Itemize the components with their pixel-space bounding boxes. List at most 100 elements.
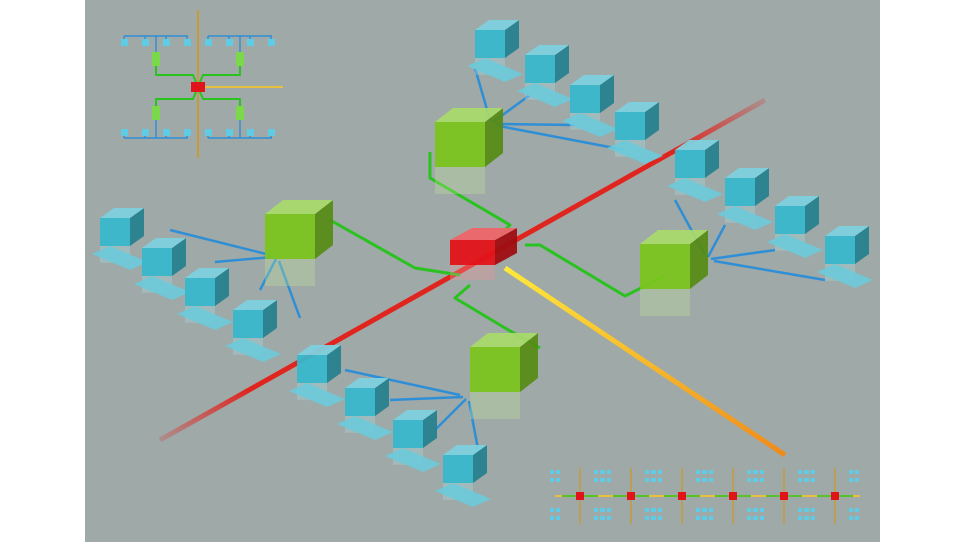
chain-workstation — [696, 478, 700, 482]
switch-west — [265, 200, 333, 286]
workstation-north-3 — [562, 75, 618, 137]
chain-workstation — [709, 470, 713, 474]
inset-link-1 — [197, 60, 241, 88]
chain-workstation — [696, 516, 700, 520]
workstation-east-3 — [767, 196, 823, 258]
chain-workstation — [709, 508, 713, 512]
chain-workstation — [645, 516, 649, 520]
chain-workstation — [696, 470, 700, 474]
chain-workstation — [658, 470, 662, 474]
inset-workstation — [268, 39, 275, 46]
inset-workstation — [121, 39, 128, 46]
chain-workstation — [760, 470, 764, 474]
link-north-2 — [495, 122, 576, 127]
chain-workstation — [703, 508, 707, 512]
inset-workstation — [142, 129, 149, 136]
link-west-3 — [277, 260, 302, 319]
link-west-1 — [214, 255, 274, 264]
switch-east — [640, 230, 708, 316]
inset-workstation — [184, 39, 191, 46]
chain-workstation — [556, 516, 560, 520]
chain-workstation — [855, 470, 859, 474]
chain-workstation — [645, 470, 649, 474]
chain-workstation — [550, 478, 554, 482]
backbone-cable — [158, 97, 787, 458]
chain-workstation — [849, 508, 853, 512]
chain-workstation — [849, 516, 853, 520]
chain-workstation — [805, 478, 809, 482]
inset-link-0 — [155, 60, 199, 88]
inset-workstation — [142, 39, 149, 46]
chain-workstation — [811, 516, 815, 520]
workstation-south-1 — [289, 345, 345, 407]
chain-workstation — [556, 470, 560, 474]
chain-workstation — [550, 508, 554, 512]
chain-workstation — [849, 470, 853, 474]
chain-workstation — [652, 516, 656, 520]
chain-hub-6 — [831, 492, 839, 500]
chain-workstation — [594, 478, 598, 482]
chain-workstation — [747, 470, 751, 474]
switch-north — [435, 108, 503, 194]
inset-workstation — [226, 129, 233, 136]
chain-workstation — [754, 516, 758, 520]
chain-workstation — [798, 478, 802, 482]
workstation-west-3 — [177, 268, 233, 330]
chain-workstation — [805, 508, 809, 512]
chain-workstation — [658, 508, 662, 512]
central-hub — [450, 228, 517, 280]
link-west-0 — [169, 228, 271, 257]
chain-workstation — [703, 478, 707, 482]
workstation-west-2 — [134, 238, 190, 300]
chain-workstation — [652, 470, 656, 474]
inset-workstation — [163, 39, 170, 46]
link-south-0 — [344, 368, 461, 397]
chain-workstation — [811, 478, 815, 482]
chain-workstation — [747, 508, 751, 512]
workstation-north-2 — [517, 45, 573, 107]
chain-workstation — [601, 470, 605, 474]
workstation-south-2 — [337, 378, 393, 440]
switch-south — [470, 333, 538, 419]
inset-workstation — [268, 129, 275, 136]
inset-switch-3 — [152, 106, 160, 120]
inset-switch-1 — [152, 52, 160, 66]
chain-workstation — [652, 508, 656, 512]
chain-workstation — [594, 508, 598, 512]
chain-workstation — [747, 478, 751, 482]
workstation-south-3 — [385, 410, 441, 472]
chain-workstation — [709, 478, 713, 482]
workstation-east-2 — [717, 168, 773, 230]
chain-workstation — [855, 516, 859, 520]
link-south-1 — [389, 395, 464, 402]
chain-workstation — [607, 516, 611, 520]
chain-workstation — [658, 516, 662, 520]
chain-workstation — [798, 516, 802, 520]
chain-workstation — [754, 470, 758, 474]
chain-workstation — [607, 470, 611, 474]
chain-workstation — [760, 516, 764, 520]
chain-workstation — [607, 508, 611, 512]
workstation-north-1 — [467, 20, 523, 82]
chain-workstation — [703, 470, 707, 474]
chain-hub-3 — [678, 492, 686, 500]
link-east-2 — [710, 248, 776, 261]
chain-workstation — [601, 508, 605, 512]
workstation-north-4 — [607, 102, 663, 164]
inset-workstation — [163, 129, 170, 136]
chain-workstation — [645, 478, 649, 482]
inset-workstation — [121, 129, 128, 136]
link-west-2 — [258, 258, 278, 291]
chain-workstation — [805, 470, 809, 474]
inset-workstation — [184, 129, 191, 136]
chain-workstation — [855, 508, 859, 512]
chain-workstation — [747, 516, 751, 520]
inset-workstation — [247, 39, 254, 46]
inset-workstation — [247, 129, 254, 136]
chain-workstation — [760, 508, 764, 512]
inset-hub — [191, 82, 205, 92]
chain-workstation — [645, 508, 649, 512]
chain-hub-4 — [729, 492, 737, 500]
chain-hub-5 — [780, 492, 788, 500]
chain-workstation — [652, 478, 656, 482]
